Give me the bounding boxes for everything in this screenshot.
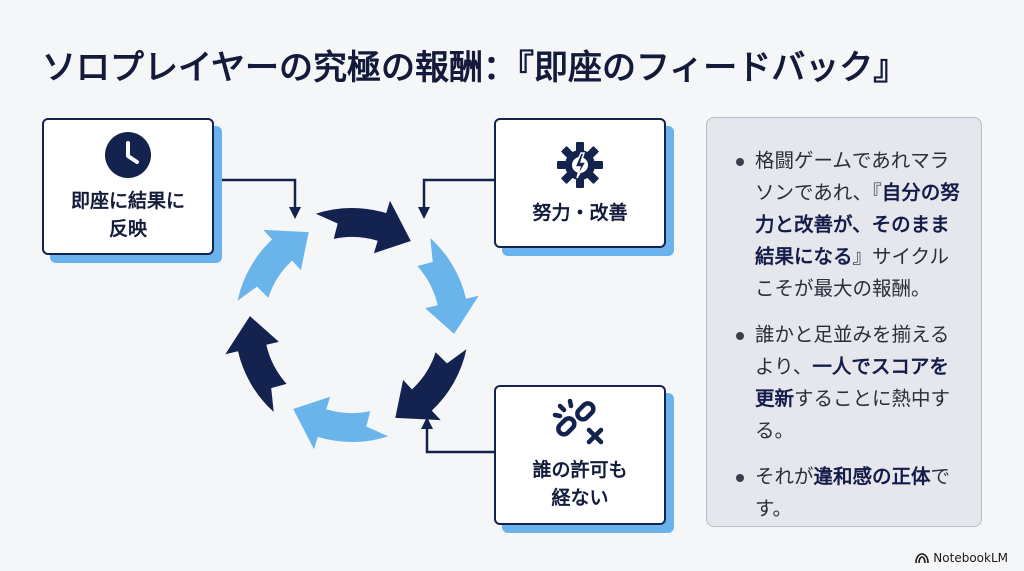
card-label-line2: 経ない [551, 487, 609, 509]
card-immediate-result: 即座に結果に 反映 [42, 118, 214, 255]
bullet-highlight: 一人でスコアを更新 [755, 355, 949, 410]
card-no-permission: 誰の許可も 経ない [494, 385, 666, 525]
footer-brand-text: NotebookLM [933, 551, 1008, 565]
notebooklm-logo-icon [915, 552, 930, 563]
cycle-arrow-light [417, 238, 479, 334]
bullet-item: それが違和感の正体です。 [734, 461, 961, 525]
explanation-panel: 格闘ゲームであれマラソンであれ、『自分の努力と改善が、そのまま結果になる』サイク… [706, 117, 982, 527]
bullet-text: です。 [755, 465, 951, 520]
bullet-text: 誰かと足並みを揃えるより、 [755, 323, 950, 378]
cycle-ring [225, 200, 479, 450]
card-label: 努力・改善 [532, 202, 628, 224]
cycle-arrow-light [237, 229, 309, 301]
gear-lightning-icon [557, 142, 603, 188]
cycle-arrow-light [293, 396, 389, 450]
connector-arrowheads [289, 207, 433, 429]
connector-immediate [214, 178, 297, 208]
card-effort-improvement: 努力・改善 [494, 118, 666, 248]
cycle-arrow-dark [225, 316, 287, 412]
bullet-text: 』サイクルこそが最大の報酬。 [755, 245, 950, 300]
arrowhead-effort [418, 207, 430, 219]
card-label-line2: 反映 [108, 217, 147, 240]
connector-effort [422, 178, 494, 208]
clock-icon [105, 131, 151, 178]
connector-arrows [214, 178, 494, 454]
page-title: ソロプレイヤーの究極の報酬：『即座のフィードバック』 [42, 48, 908, 88]
bullet-highlight: 違和感の正体 [813, 465, 931, 488]
footer-brand: NotebookLM [915, 551, 1008, 565]
bullet-text: することに熱中する。 [755, 387, 951, 442]
card-label-line1: 即座に結果に [70, 189, 185, 212]
bullet-text: それが [755, 465, 814, 488]
broken-link-icon [552, 398, 604, 445]
bullet-text: 格闘ゲームであれマラソンであれ、『 [755, 149, 950, 204]
cycle-arrow-dark [315, 200, 411, 254]
bullet-item: 誰かと足並みを揃えるより、一人でスコアを更新することに熱中する。 [734, 319, 961, 447]
card-label-line1: 誰の許可も [532, 459, 628, 481]
bullet-item: 格闘ゲームであれマラソンであれ、『自分の努力と改善が、そのまま結果になる』サイク… [734, 145, 961, 305]
arrowhead-permission [421, 417, 433, 429]
arrowhead-immediate [289, 207, 301, 219]
cycle-arrow-dark [395, 349, 467, 421]
connector-permission [425, 428, 494, 454]
bullet-highlight: 自分の努力と改善が、そのまま結果になる [755, 181, 960, 268]
